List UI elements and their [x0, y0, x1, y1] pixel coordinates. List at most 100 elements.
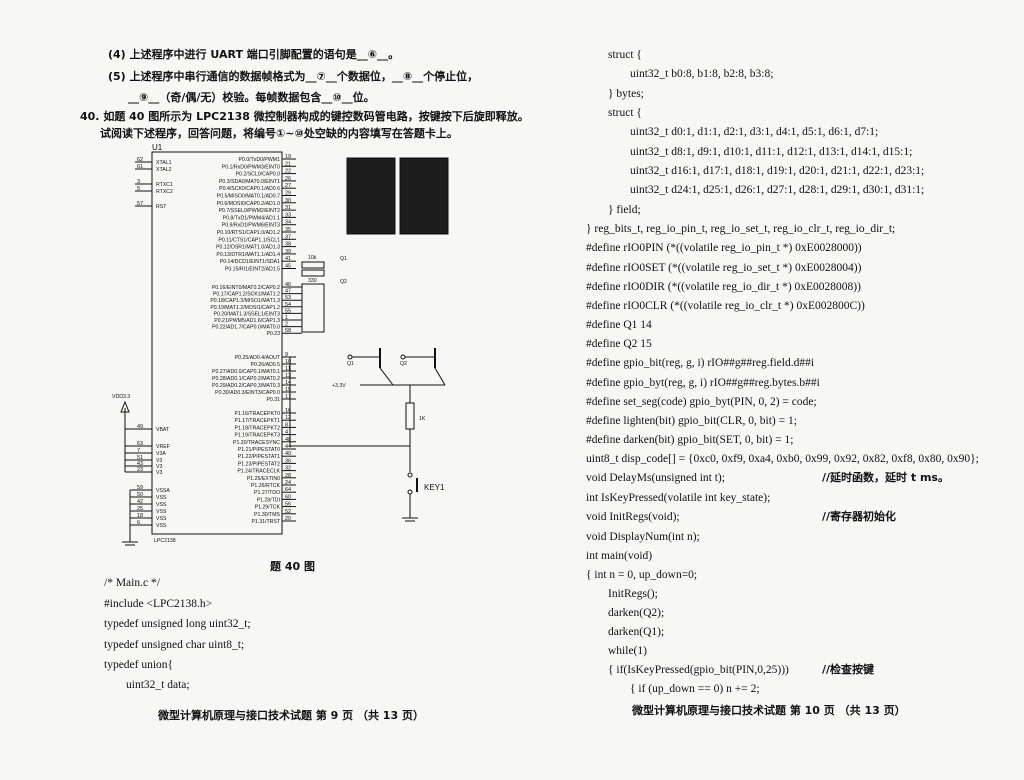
schematic-label: 19	[285, 154, 291, 160]
schematic-label: 330	[308, 278, 317, 284]
schematic-label: P0.6/MOSI0/CAP0.2/AD1.0	[217, 201, 281, 207]
schematic-label: P0.12/DSR1/MAT1.0/AD1.3	[216, 245, 280, 251]
schematic-label: P0.14/DCD1/EINT1/SDA1	[220, 259, 280, 265]
schematic-label: 1	[285, 315, 288, 321]
schematic-label: 11	[285, 366, 291, 372]
seven-seg-display-1	[346, 157, 396, 235]
schematic-label: XTAL2	[156, 167, 172, 173]
schematic-label: 26	[285, 176, 291, 182]
code-line: darken(Q1);	[608, 626, 665, 638]
schematic-label: 44	[285, 444, 291, 450]
schematic-label: 4	[285, 430, 288, 436]
code-line: typedef unsigned char uint8_t;	[104, 639, 245, 651]
schematic-label: 48	[285, 437, 291, 443]
schematic-label: V3	[156, 470, 162, 476]
schematic-label: 16	[285, 408, 291, 414]
code-line: #define rIO0SET (*((volatile reg_io_set_…	[586, 262, 862, 274]
schematic-label: 30	[285, 198, 291, 204]
code-line: struct {	[608, 49, 642, 61]
schematic-label: P0.5/MISO0/MAT0.1/AD0.7	[217, 194, 280, 200]
code-line: typedef union{	[104, 659, 174, 671]
schematic-label: P1.17/TRACEPKT1	[234, 418, 280, 424]
code-line: uint8_t disp_code[] = {0xc0, 0xf9, 0xa4,…	[586, 453, 979, 465]
left-page: (4) 上述程序中进行 UART 端口引脚配置的语句是__⑥__。 (5) 上述…	[80, 48, 529, 722]
schematic-label: 8	[285, 422, 288, 428]
page-footer: 微型计算机原理与接口技术试题 第 9 页 （共 13 页）	[158, 709, 424, 722]
schematic-label: P0.15/RI1/EINT2/AD1.5	[225, 267, 280, 273]
schematic-label: KEY1	[424, 483, 445, 492]
schematic-label: 2	[285, 322, 288, 328]
schematic-label: P0.29/AD0.2/CAP0.3/MAT0.3	[212, 383, 280, 389]
schematic-label: 13	[285, 373, 291, 379]
schematic-label: P1.31/TRST	[251, 519, 280, 525]
schematic-label: 37	[285, 234, 291, 240]
schematic-label: 29	[285, 191, 291, 197]
schematic-label: VSS	[156, 495, 167, 501]
code-line: #define lighten(bit) gpio_bit(CLR, 0, bi…	[586, 415, 797, 427]
schematic-label: P0.8/TxD1/PWM4/AD1.1	[223, 215, 280, 221]
schematic-label: 50	[137, 492, 143, 498]
schematic-label: Q1	[340, 256, 347, 262]
seven-seg-display-2	[399, 157, 449, 235]
schematic-label: P0.18/CAP1.3/MISO1/MAT1.3	[210, 298, 280, 304]
schematic-label: P1.26/RTCK	[251, 483, 281, 489]
code-line: /* Main.c */	[104, 577, 160, 589]
code-line: uint32_t d16:1, d17:1, d18:1, d19:1, d20…	[630, 165, 925, 177]
code-line: } bytes;	[608, 88, 644, 100]
schematic-label: 61	[137, 164, 143, 170]
schematic-label: P0.28/AD0.1/CAP0.2/MAT0.2	[212, 376, 280, 382]
schematic-label: 45	[285, 264, 291, 270]
code-line: void DelayMs(unsigned int t);	[586, 472, 725, 484]
question-5-line2: __⑨__（奇/偶/无）校验。每帧数据包含__⑩__位。	[128, 91, 375, 104]
code-line: #define rIO0CLR (*((volatile reg_io_clr_…	[586, 300, 865, 312]
schematic-label: 10k	[308, 255, 317, 261]
schematic-label: VSS	[156, 516, 167, 522]
schematic-label: VSSA	[156, 488, 170, 494]
schematic-label: VSS	[156, 509, 167, 515]
schematic-label: P1.24/TRACECLK	[237, 469, 280, 475]
schematic-label: 10	[285, 359, 291, 365]
schematic-label: VSS	[156, 502, 167, 508]
schematic-label: 27	[285, 183, 291, 189]
code-line: int IsKeyPressed(volatile int key_state)…	[586, 492, 771, 504]
code-line: #define rIO0PIN (*((volatile reg_io_pin_…	[586, 242, 862, 254]
schematic-label: P0.27/AD0.0/CAP0.1/MAT0.1	[212, 369, 280, 375]
code-line: typedef unsigned long uint32_t;	[104, 618, 251, 630]
schematic-label: 57	[137, 201, 143, 207]
schematic-label: P1.21/PIPESTAT0	[238, 447, 280, 453]
schematic-label: P1.25/EXTIN0	[247, 476, 280, 482]
schematic-label: 25	[137, 506, 143, 512]
code-line: #define Q2 15	[586, 338, 652, 350]
schematic-label: 62	[137, 157, 143, 163]
figure-caption: 题 40 图	[270, 560, 315, 573]
schematic-label: P1.30/TMS	[254, 512, 280, 518]
schematic-label: 60	[285, 494, 291, 500]
schematic-label: Q2	[400, 361, 407, 367]
code-line: void InitRegs(void);	[586, 511, 680, 523]
schematic-label: LPC2138	[154, 538, 176, 544]
schematic-label: P0.17/CAP1.2/SCK1/MAT1.2	[213, 292, 280, 298]
code-line: uint32_t d24:1, d25:1, d26:1, d27:1, d28…	[630, 184, 925, 196]
schematic-label: VSS	[156, 523, 167, 529]
schematic-label: 59	[137, 485, 143, 491]
code-line: uint32_t data;	[126, 679, 190, 691]
schematic-label: Q1	[347, 361, 354, 367]
schematic-label: P0.21/PWM5/AD1.6/CAP1.3	[214, 318, 280, 324]
schematic-label: VDD3.3	[112, 394, 130, 400]
right-page: struct { uint32_t b0:8, b1:8, b2:8, b3:8;…	[512, 0, 1024, 780]
schematic-label: VREF	[156, 444, 170, 450]
schematic-label: 33	[285, 212, 291, 218]
schematic-label: U1	[152, 143, 163, 152]
code-line: darken(Q2);	[608, 607, 665, 619]
schematic-label: P0.23	[266, 331, 280, 337]
code-line: int main(void)	[586, 550, 653, 562]
schematic-label: 40	[285, 451, 291, 457]
code-line: #define gpio_byt(reg, g, i) rIO##g##reg.…	[586, 377, 820, 389]
code-line: uint32_t b0:8, b1:8, b2:8, b3:8;	[630, 68, 774, 80]
schematic-label: Q2	[340, 279, 347, 285]
schematic-label: 38	[285, 242, 291, 248]
code-line: #define rIO0DIR (*((volatile reg_io_dir_…	[586, 281, 861, 293]
schematic-label: VBAT	[156, 427, 170, 433]
code-line: #define set_seg(code) gpio_byt(PIN, 0, 2…	[586, 396, 817, 408]
schematic-label: 51	[137, 455, 143, 461]
